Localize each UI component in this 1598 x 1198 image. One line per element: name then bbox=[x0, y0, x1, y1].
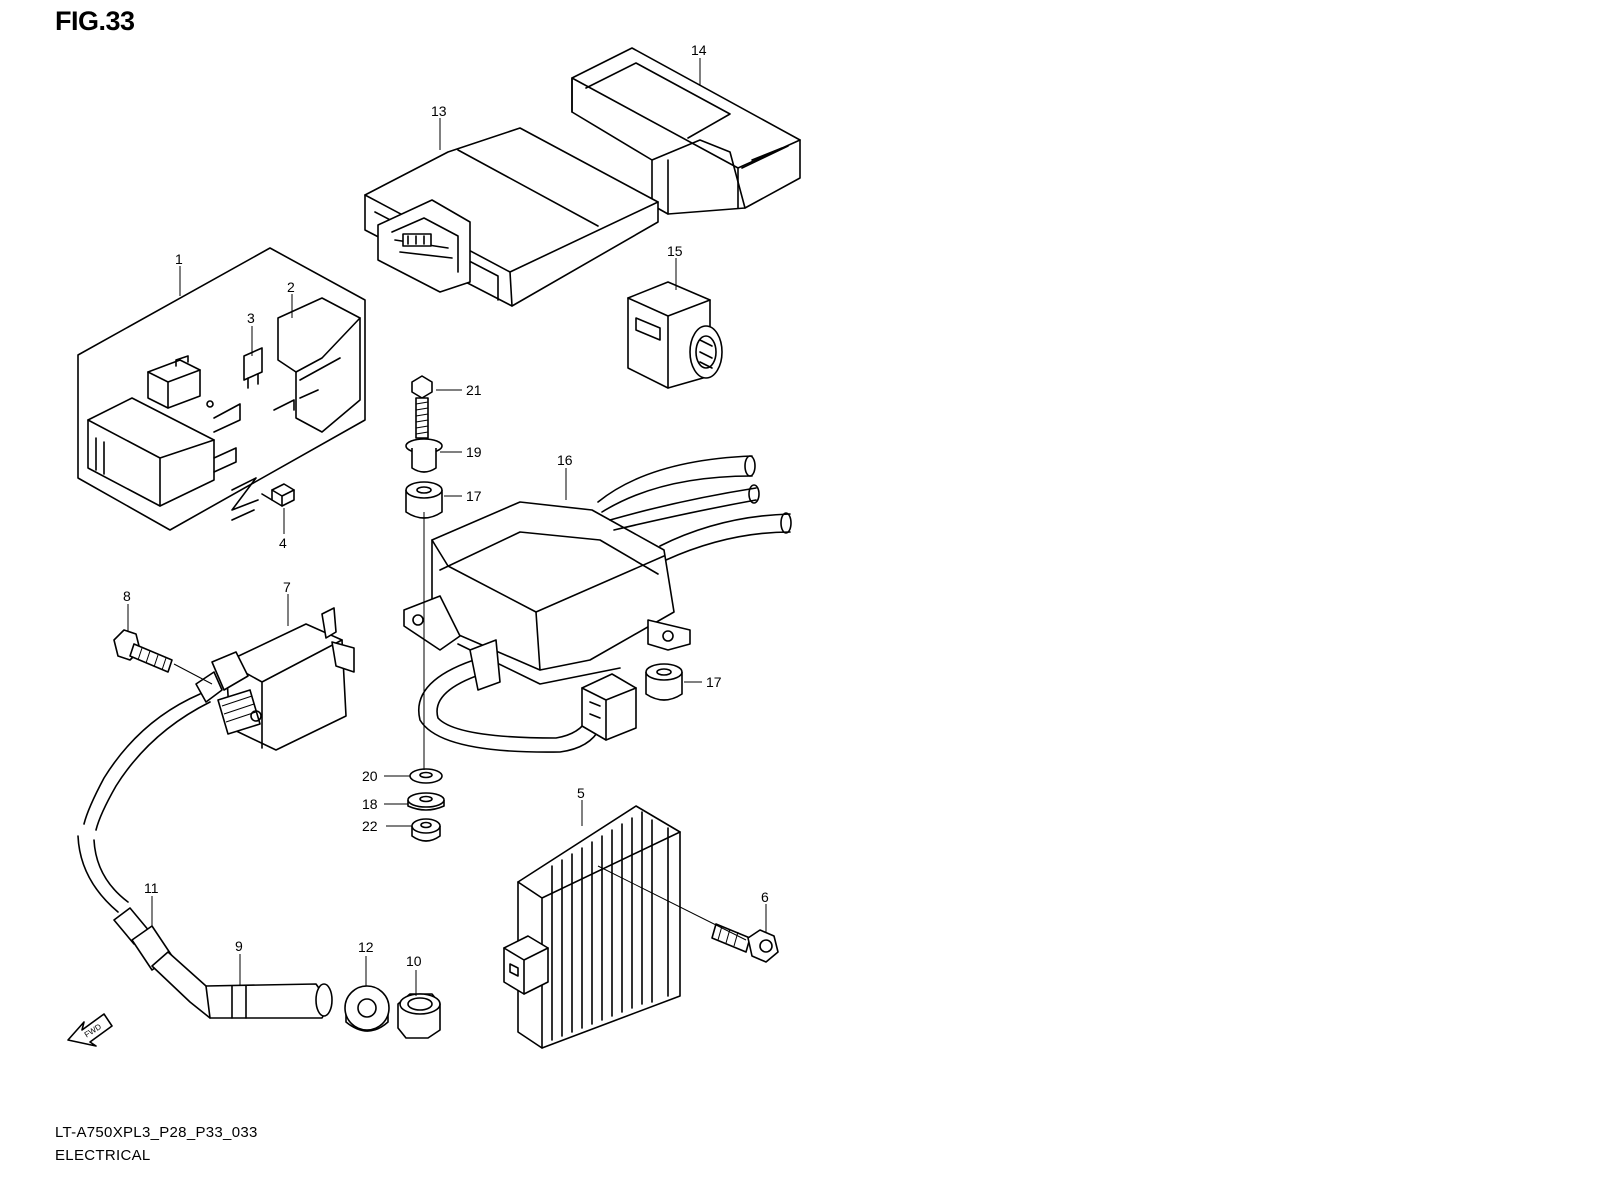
part-17-grommet-upper bbox=[405, 481, 443, 519]
callout-9: 9 bbox=[235, 938, 243, 954]
callout-8: 8 bbox=[123, 588, 131, 604]
callout-11: 11 bbox=[144, 880, 159, 896]
part-17-grommet-lower bbox=[645, 663, 683, 701]
callout-22: 22 bbox=[362, 818, 378, 834]
callout-12: 12 bbox=[358, 939, 374, 955]
callout-15: 15 bbox=[667, 243, 683, 259]
callout-19: 19 bbox=[466, 444, 482, 460]
callout-7: 7 bbox=[283, 579, 291, 595]
part-11-lead-end bbox=[77, 835, 173, 971]
callout-2: 2 bbox=[287, 279, 295, 295]
callout-4: 4 bbox=[279, 535, 287, 551]
part-22-nut bbox=[411, 818, 441, 842]
part-9-plug-cap bbox=[151, 951, 333, 1019]
part-12-washer bbox=[344, 985, 390, 1032]
part-10-sleeve bbox=[397, 993, 441, 1039]
part-8-bolt bbox=[113, 629, 173, 673]
part-21-bolt bbox=[411, 375, 433, 439]
part-18-washer bbox=[407, 792, 445, 811]
figure-title: FIG.33 bbox=[55, 6, 135, 36]
part-15-relay bbox=[627, 281, 723, 389]
callout-17b: 17 bbox=[706, 674, 722, 690]
part-6-bolt bbox=[711, 923, 779, 963]
fwd-arrow-icon: FWD bbox=[67, 1013, 113, 1047]
callout-labels: 1 2 3 4 5 6 7 8 9 10 11 12 13 14 15 16 1… bbox=[123, 42, 769, 969]
callout-1: 1 bbox=[175, 251, 183, 267]
callout-21: 21 bbox=[466, 382, 482, 398]
section-name: ELECTRICAL bbox=[55, 1147, 151, 1164]
part-7-ignition-coil bbox=[83, 607, 355, 831]
part-5-regulator-rectifier bbox=[503, 805, 681, 1049]
part-19-collar bbox=[405, 438, 443, 473]
callout-13: 13 bbox=[431, 103, 447, 119]
callout-20: 20 bbox=[362, 768, 378, 784]
part-14-ecm-cover bbox=[571, 47, 801, 215]
callout-10: 10 bbox=[406, 953, 422, 969]
part-1-starter-relay-group bbox=[77, 247, 366, 531]
callout-6: 6 bbox=[761, 889, 769, 905]
part-13-ecm bbox=[364, 127, 659, 307]
callout-14: 14 bbox=[691, 42, 707, 58]
part-16-control-unit bbox=[403, 455, 792, 753]
callout-3: 3 bbox=[247, 310, 255, 326]
leader-lines bbox=[127, 58, 767, 996]
callout-17a: 17 bbox=[466, 488, 482, 504]
model-code: LT-A750XPL3_P28_P33_033 bbox=[55, 1124, 258, 1141]
callout-5: 5 bbox=[577, 785, 585, 801]
callout-16: 16 bbox=[557, 452, 573, 468]
callout-18: 18 bbox=[362, 796, 378, 812]
part-20-washer bbox=[409, 768, 443, 784]
